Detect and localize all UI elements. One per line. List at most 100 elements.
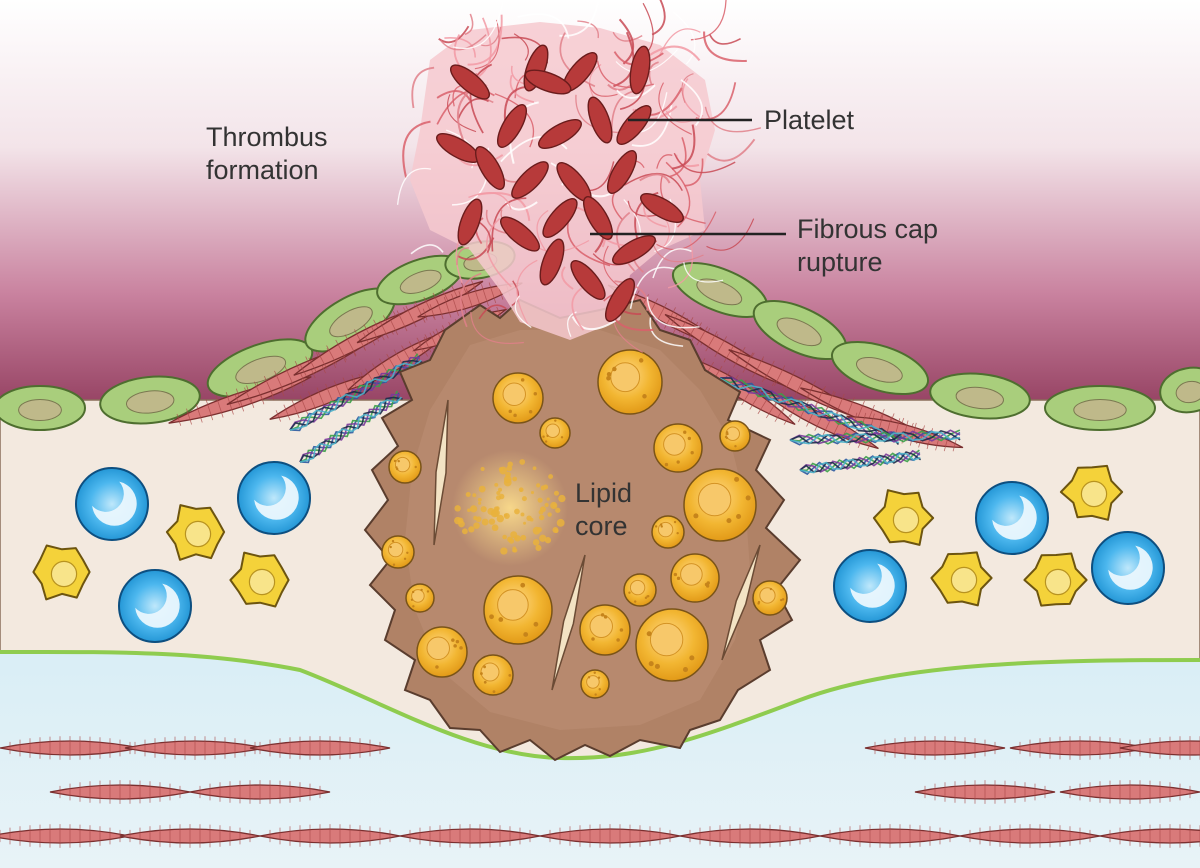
media-muscle-cell-1-striations xyxy=(134,736,256,760)
fibrin-strand-45 xyxy=(459,272,482,328)
fibrin-strand-9 xyxy=(402,120,431,179)
cholesterol-dot-76 xyxy=(503,513,508,517)
macrophage-nucleus-1 xyxy=(184,520,212,548)
fibrin-strand-70 xyxy=(456,247,470,266)
endothelial-nucleus-7 xyxy=(776,317,822,347)
media-muscle-cell-14-striations xyxy=(549,824,671,848)
cholesterol-dot-80 xyxy=(539,534,547,542)
endothelial-nucleus-4 xyxy=(399,269,442,294)
lipid-core-label-line1: Lipid xyxy=(575,478,633,508)
fibrin-strand-16 xyxy=(513,33,529,61)
foam-cell-18 xyxy=(580,669,610,699)
cholesterol-dot-3 xyxy=(481,518,489,526)
cholesterol-dot-49 xyxy=(496,514,505,523)
cholesterol-dot-60 xyxy=(492,509,500,517)
cholesterol-dot-7 xyxy=(556,518,565,527)
cholesterol-dot-70 xyxy=(512,548,518,553)
cholesterol-dot-6 xyxy=(472,493,477,498)
cholesterol-dot-14 xyxy=(554,528,559,533)
fibrin-strand-25 xyxy=(704,106,762,133)
media-muscle-cell-2 xyxy=(249,736,391,760)
cholesterol-dot-52 xyxy=(475,516,482,523)
foam-cell-granule-16-4 xyxy=(689,655,695,661)
foam-cell-nucleus-9 xyxy=(680,563,703,586)
platelet-label: Platelet xyxy=(764,104,854,137)
foam-cell-granule-9-2 xyxy=(673,572,678,577)
monocyte-nucleus-4 xyxy=(992,495,1037,540)
foam-cell-granule-17-0 xyxy=(483,680,487,684)
cholesterol-dot-44 xyxy=(495,495,502,501)
foam-cell-nucleus-4 xyxy=(725,426,740,441)
foam-cell-granule-0-1 xyxy=(513,413,517,418)
fibrin-strand-129 xyxy=(656,154,673,169)
endothelial-cell-1 xyxy=(99,375,201,425)
foam-cell-granule-3-2 xyxy=(690,451,694,455)
foam-cell-granule-10-4 xyxy=(628,591,631,594)
foam-cell-granule-6-0 xyxy=(736,513,742,520)
foam-cell-nucleus-0 xyxy=(502,382,526,406)
foam-cell-8 xyxy=(381,535,415,569)
fibrin-strand-72 xyxy=(667,232,694,289)
macrophage-2 xyxy=(229,551,290,608)
foam-cell-granule-5-4 xyxy=(397,459,400,463)
cholesterol-dot-16 xyxy=(478,485,486,493)
cholesterol-dot-72 xyxy=(518,487,524,493)
cholesterol-dot-69 xyxy=(488,518,496,525)
macrophage-nucleus-2 xyxy=(248,568,276,596)
media-muscle-cell-12-striations xyxy=(269,824,391,848)
cholesterol-dot-0 xyxy=(467,508,471,513)
monocyte-nucleus-1 xyxy=(254,475,299,520)
cholesterol-dot-12 xyxy=(477,497,482,502)
collagen-fiber-left-2-strand-3 xyxy=(299,396,403,463)
foam-cell-granule-8-2 xyxy=(391,539,395,543)
fibrin-strand-108 xyxy=(680,79,704,127)
cholesterol-dot-38 xyxy=(514,508,520,515)
fibrin-strand-52 xyxy=(468,192,512,210)
foam-cell-granule-1-1 xyxy=(642,394,647,399)
foam-cell-granule-15-2 xyxy=(435,665,439,669)
media-muscle-cell-5 xyxy=(1119,736,1200,760)
cholesterol-dot-35 xyxy=(532,539,540,546)
media-muscle-cell-15 xyxy=(679,824,821,848)
foam-cell-granule-8-1 xyxy=(389,545,392,549)
foam-cell-granule-15-0 xyxy=(459,646,463,650)
cholesterol-dot-26 xyxy=(506,465,513,472)
collagen-fiber-right-2-strand-2 xyxy=(789,429,961,445)
cholesterol-dot-42 xyxy=(510,531,518,539)
fibrin-strand-120 xyxy=(652,243,704,263)
fibrin-strand-107 xyxy=(486,217,512,288)
monocyte-body-5 xyxy=(1091,531,1165,605)
cholesterol-dot-30 xyxy=(539,506,546,513)
cholesterol-dot-58 xyxy=(519,459,526,465)
foam-cell-granule-18-2 xyxy=(597,676,601,679)
foam-cell-nucleus-8 xyxy=(387,541,404,558)
foam-cell-granule-8-3 xyxy=(406,551,409,554)
platelet-18 xyxy=(539,238,565,286)
foam-cell-0 xyxy=(492,372,544,424)
cholesterol-dot-65 xyxy=(552,503,557,508)
foam-cell-7 xyxy=(651,515,685,549)
foam-cell-granule-1-0 xyxy=(606,371,612,377)
collagen-fiber-left-1-strand-4 xyxy=(289,359,422,431)
foam-cell-granule-7-2 xyxy=(676,531,679,535)
monocyte-body-4 xyxy=(975,481,1049,555)
fibrin-strand-65 xyxy=(577,20,599,39)
collagen-fiber-right-3-strand-2 xyxy=(799,449,921,473)
fibrin-strand-34 xyxy=(494,93,535,148)
platelet-16 xyxy=(582,196,614,240)
cholesterol-dot-45 xyxy=(536,527,542,533)
fibrin-strand-136 xyxy=(706,218,755,251)
foam-cell-granule-10-0 xyxy=(644,596,648,600)
endothelial-nucleus-11 xyxy=(1175,380,1200,404)
foam-cell-nucleus-6 xyxy=(697,482,732,517)
fibrin-strand-128 xyxy=(514,295,532,329)
foam-cell-granule-6-4 xyxy=(734,476,740,482)
foam-cell-16 xyxy=(635,608,709,682)
foam-cell-granule-7-0 xyxy=(673,520,677,524)
cholesterol-dot-55 xyxy=(454,505,461,512)
platelet-22 xyxy=(629,45,651,95)
fibrin-strand-98 xyxy=(652,248,692,279)
endothelial-nucleus-1 xyxy=(126,390,175,414)
foam-cell-2 xyxy=(539,417,571,449)
